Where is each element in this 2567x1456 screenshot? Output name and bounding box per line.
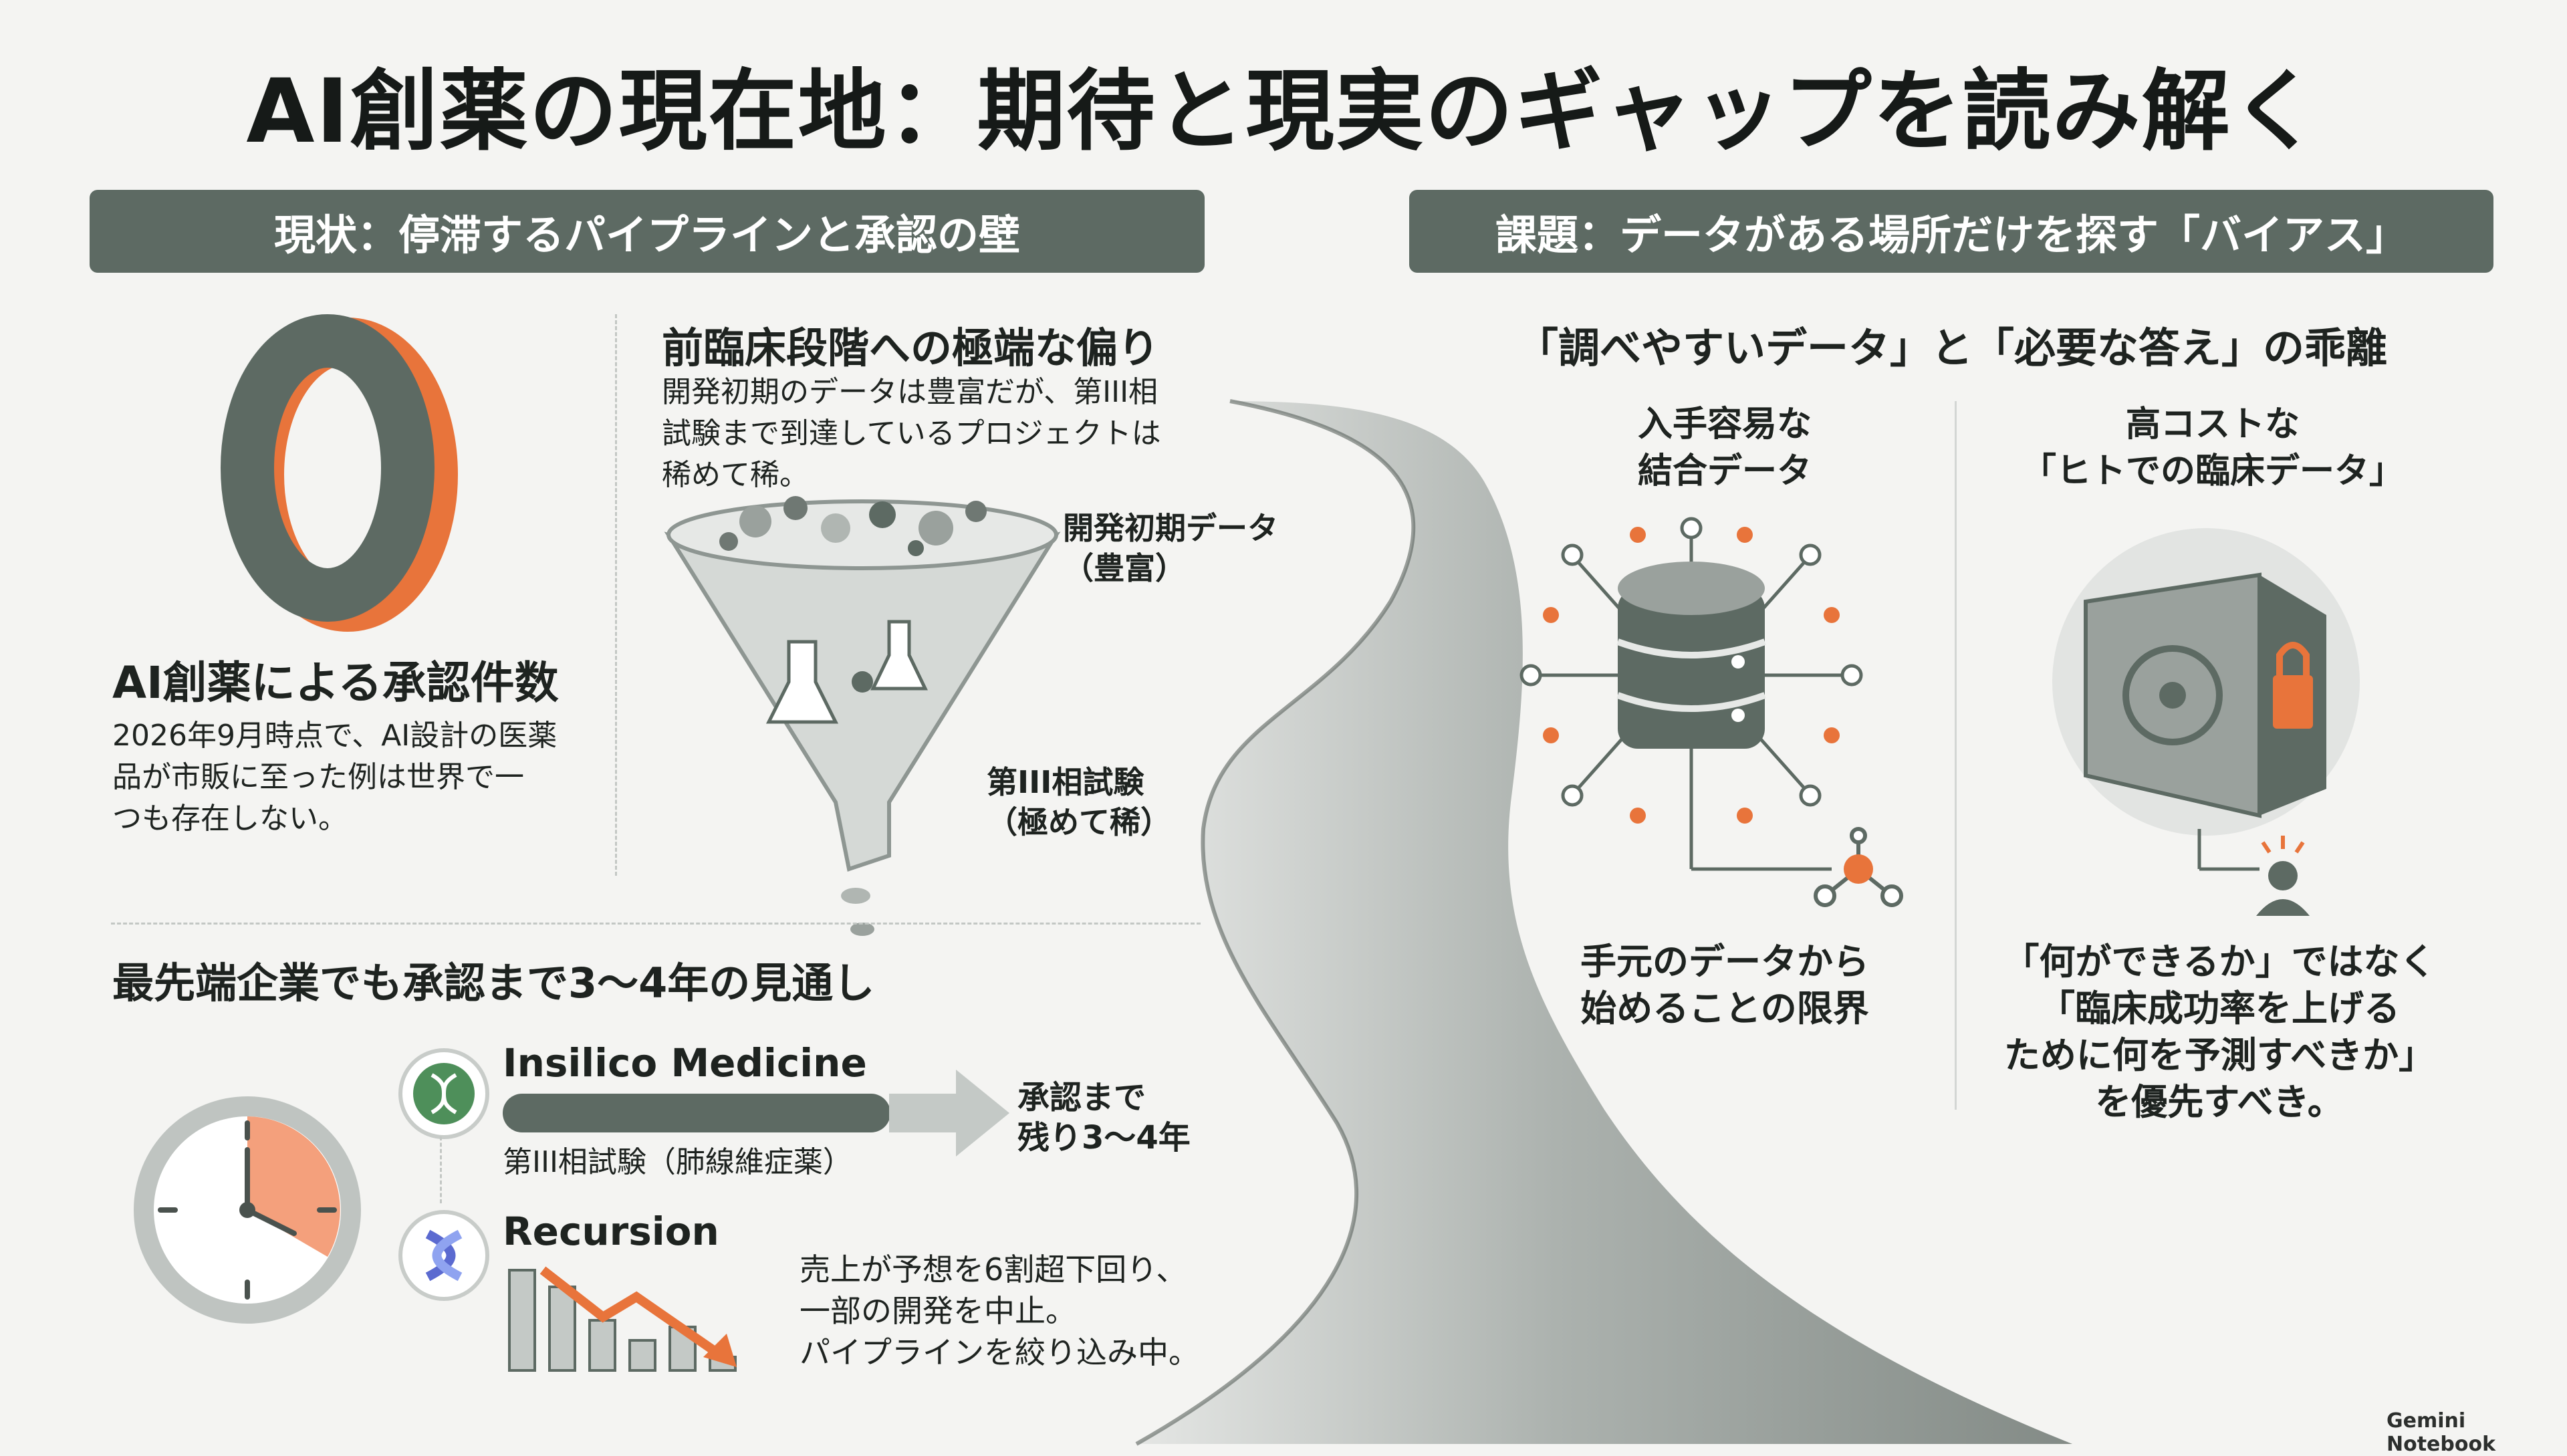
clock-icon	[134, 1096, 361, 1324]
preclinical-heading: 前臨床段階への極端な偏り	[662, 324, 1160, 372]
gap-right-caption-line-2: 「臨床成功率を上げる	[2039, 987, 2400, 1029]
right-section-banner: 課題：データがある場所だけを探す「バイアス」	[1409, 190, 2493, 273]
insilico-arrow	[889, 1070, 1009, 1157]
insilico-outlook-line-1: 承認まで	[1017, 1079, 1146, 1116]
zero-numeral-icon	[221, 314, 458, 632]
left-section-divider	[111, 923, 1201, 925]
gap-right-title: 高コストな 「ヒトでの臨床データ」	[1979, 401, 2447, 495]
approvals-desc: 2026年9月時点で、AI設計の医薬 品が市販に至った例は世界で一 つも存在しな…	[112, 715, 620, 840]
molecule-icon	[1814, 827, 1903, 907]
approvals-desc-line-2: 品が市販に至った例は世界で一	[112, 760, 524, 794]
left-column-divider	[615, 314, 617, 876]
recursion-desc-line-3: パイプラインを絞り込み中。	[800, 1334, 1199, 1370]
timeline-heading: 最先端企業でも承認まで3〜4年の見通し	[112, 959, 875, 1007]
gap-right-title-line-2: 「ヒトでの臨床データ」	[2021, 451, 2404, 491]
gap-left-caption: 手元のデータから 始めることの限界	[1497, 939, 1952, 1032]
preclinical-desc-line-2: 試験まで到達しているプロジェクトは	[662, 416, 1161, 451]
gap-right-title-line-1: 高コストな	[2125, 404, 2300, 445]
gap-left-caption-line-1: 手元のデータから	[1580, 941, 1869, 983]
gap-left-caption-line-2: 始めることの限界	[1580, 987, 1869, 1029]
funnel-label-bottom-line-2: （極めて稀）	[987, 804, 1171, 840]
funnel-label-bottom-line-1: 第III相試験	[987, 764, 1144, 800]
left-section-banner: 現状：停滞するパイプラインと承認の壁	[90, 190, 1205, 273]
gap-heading: 「調べやすいデータ」と「必要な答え」の乖離	[1516, 324, 2387, 372]
dna-logo-icon	[413, 1063, 475, 1124]
recursion-name: Recursion	[503, 1209, 719, 1254]
approvals-heading: AI創薬による承認件数	[112, 657, 559, 709]
insilico-name: Insilico Medicine	[503, 1040, 867, 1086]
gap-right-caption-line-4: を優先すべき。	[2095, 1081, 2344, 1123]
timeline-connector	[440, 1136, 442, 1203]
gap-left-title-line-1: 入手容易な	[1637, 404, 1812, 445]
database-network-icon	[1519, 517, 1863, 871]
person-alert-icon	[2197, 829, 2310, 916]
gap-left-title-line-2: 結合データ	[1637, 451, 1812, 491]
approvals-desc-line-3: つも存在しない。	[112, 802, 348, 836]
recursion-desc: 売上が予想を6割超下回り、 一部の開発を中止。 パイプラインを絞り込み中。	[800, 1249, 1199, 1373]
recursion-desc-line-2: 一部の開発を中止。	[800, 1293, 1076, 1329]
funnel-icon	[664, 496, 1061, 936]
recursion-logo	[398, 1210, 489, 1301]
locked-safe-icon	[2052, 528, 2360, 836]
gap-left-title: 入手容易な 結合データ	[1511, 401, 1939, 495]
insilico-outlook-line-2: 残り3〜4年	[1017, 1119, 1191, 1157]
funnel-label-top: 開発初期データ （豊富）	[1063, 508, 1278, 588]
gap-right-caption: 「何ができるか」ではなく 「臨床成功率を上げる ために何を予測すべきか」 を優先…	[1965, 939, 2473, 1126]
x-logo-icon	[425, 1229, 463, 1282]
gap-right-caption-line-3: ために何を予測すべきか」	[2003, 1034, 2435, 1076]
funnel-label-bottom: 第III相試験 （極めて稀）	[987, 762, 1171, 842]
insilico-progress-bar	[503, 1094, 890, 1132]
gap-right-caption-line-1: 「何ができるか」ではなく	[2003, 941, 2436, 983]
page-title: AI創薬の現在地：期待と現実のギャップを読み解く	[246, 60, 2321, 163]
recursion-desc-line-1: 売上が予想を6割超下回り、	[800, 1251, 1187, 1288]
insilico-phase: 第III相試験（肺線維症薬）	[503, 1145, 852, 1179]
funnel-label-top-line-2: （豊富）	[1063, 550, 1186, 586]
preclinical-desc: 開発初期のデータは豊富だが、第III相 試験まで到達しているプロジェクトは 稀め…	[662, 372, 1237, 496]
approvals-desc-line-1: 2026年9月時点で、AI設計の医薬	[112, 719, 558, 753]
preclinical-desc-line-1: 開発初期のデータは豊富だが、第III相	[662, 375, 1158, 409]
funnel-label-top-line-1: 開発初期データ	[1063, 510, 1278, 546]
insilico-outlook: 承認まで 残り3〜4年	[1017, 1078, 1191, 1158]
footer-brand: Gemini Notebook	[2387, 1409, 2496, 1456]
gap-column-divider	[1955, 401, 1957, 1110]
preclinical-desc-line-3: 稀めて稀。	[662, 458, 809, 492]
declining-bar-chart-icon	[508, 1266, 737, 1372]
insilico-logo	[398, 1048, 489, 1139]
